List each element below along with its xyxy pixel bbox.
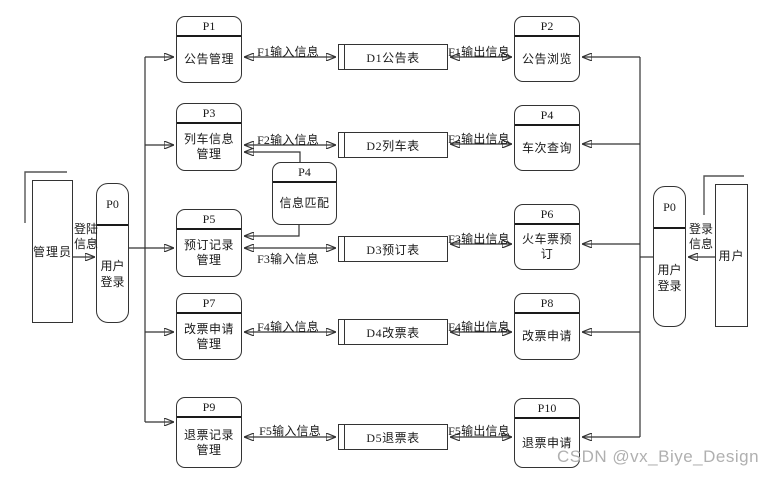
p7-label: 改票申请管理 — [183, 321, 234, 351]
datastore-d2: D2列车表 — [338, 132, 448, 158]
p2-label: 公告浏览 — [521, 51, 572, 66]
admin-entity-label: 管理员 — [33, 245, 73, 259]
process-node-p4: P4 车次查询 — [514, 105, 580, 171]
d5-label: D5退票表 — [366, 430, 420, 445]
admin-entity-shadow — [24, 171, 67, 223]
p9-label: 退票记录管理 — [183, 427, 234, 457]
f5-in-label: F5输入信息 — [259, 424, 321, 438]
p6-label: 火车票预订 — [521, 232, 572, 261]
user-entity-shadow — [703, 175, 744, 215]
process-node-p5: P5 预订记录管理 — [176, 209, 242, 277]
f1-in-label: F1输入信息 — [257, 45, 319, 59]
login-left-id: P0 — [97, 184, 128, 226]
f2-out-label: F2输出信息 — [448, 132, 510, 146]
p7-id: P7 — [177, 294, 241, 314]
p9-id: P9 — [177, 398, 241, 418]
login-right-label: 用户 登录 — [654, 229, 685, 326]
process-node-p7: P7 改票申请管理 — [176, 293, 242, 360]
p1-id: P1 — [177, 17, 241, 37]
datastore-d1: D1公告表 — [338, 44, 448, 70]
process-node-p1: P1 公告管理 — [176, 16, 242, 83]
login-process-left: P0 用户 登录 — [96, 183, 129, 323]
process-node-p6: P6 火车票预订 — [514, 204, 580, 270]
process-node-p2: P2 公告浏览 — [514, 16, 580, 82]
login-process-right: P0 用户 登录 — [653, 186, 686, 327]
user-flow-label: 登录 信息 — [688, 222, 714, 252]
f3-in-label: F3输入信息 — [257, 252, 319, 266]
p10-id: P10 — [515, 399, 579, 419]
login-left-label-line1: 用户 — [100, 259, 125, 273]
login-right-label-line2: 登录 — [657, 278, 682, 293]
d4-label: D4改票表 — [366, 325, 420, 340]
p8-id: P8 — [515, 294, 579, 314]
p4-label: 车次查询 — [521, 140, 572, 155]
admin-flow-label-line1: 登陆 — [73, 222, 98, 236]
datastore-d5: D5退票表 — [338, 424, 448, 450]
f1-out-label: F1输出信息 — [448, 45, 510, 59]
login-right-label-line1: 用户 — [657, 262, 682, 277]
f3-out-label: F3输出信息 — [448, 232, 510, 246]
f2-in-label: F2输入信息 — [257, 133, 319, 147]
user-flow-label-line2: 信息 — [688, 237, 713, 251]
p10-label: 退票申请 — [521, 435, 572, 450]
admin-flow-label-line2: 信息 — [73, 237, 98, 251]
user-flow-label-line1: 登录 — [688, 222, 713, 236]
login-left-label: 用户 登录 — [97, 226, 128, 322]
matcher-to-p5-arrow — [244, 225, 300, 236]
process-node-p10: P10 退票申请 — [514, 398, 580, 468]
p2-id: P2 — [515, 17, 579, 37]
datastore-d4: D4改票表 — [338, 319, 448, 345]
p8-label: 改票申请 — [521, 329, 572, 343]
p6-id: P6 — [515, 205, 579, 225]
admin-flow-label: 登陆 信息 — [73, 222, 99, 252]
csdn-watermark: CSDN @vx_Biye_Design — [557, 447, 760, 466]
login-right-id: P0 — [654, 187, 685, 229]
matcher-to-p3-arrow — [244, 152, 301, 162]
f4-in-label: F4输入信息 — [257, 320, 319, 334]
p3-label: 列车信息管理 — [183, 132, 234, 161]
d2-label: D2列车表 — [366, 138, 420, 153]
f5-out-label: F5输出信息 — [448, 424, 510, 438]
p1-label: 公告管理 — [183, 52, 234, 66]
admin-entity: 管理员 — [32, 180, 73, 323]
user-entity-label: 用户 — [718, 249, 745, 263]
p5-label: 预订记录管理 — [183, 238, 234, 267]
p5-id: P5 — [177, 210, 241, 230]
process-node-p3: P3 列车信息管理 — [176, 103, 242, 171]
process-node-p8: P8 改票申请 — [514, 293, 580, 360]
d1-label: D1公告表 — [366, 50, 420, 65]
f4-out-label: F4输出信息 — [448, 320, 510, 334]
p3-id: P3 — [177, 104, 241, 124]
datastore-d3: D3预订表 — [338, 236, 448, 262]
matcher-label: 信息匹配 — [279, 196, 330, 210]
user-entity: 用户 — [715, 184, 748, 327]
process-node-matcher: P4 信息匹配 — [272, 162, 337, 225]
matcher-id: P4 — [273, 163, 336, 183]
login-left-label-line2: 登录 — [100, 275, 125, 289]
p4-id: P4 — [515, 106, 579, 126]
d3-label: D3预订表 — [366, 242, 420, 257]
process-node-p9: P9 退票记录管理 — [176, 397, 242, 468]
